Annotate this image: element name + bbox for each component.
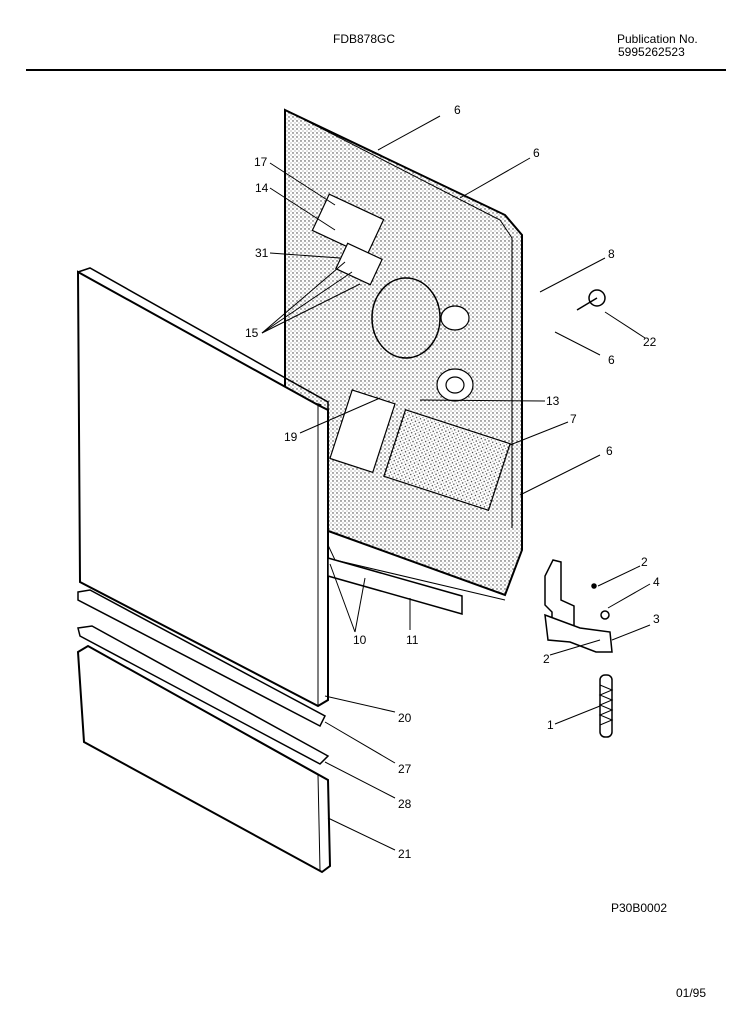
hinge-assembly — [544, 289, 614, 738]
callout-10: 10 — [353, 633, 367, 647]
callout-21: 21 — [398, 847, 412, 861]
callout-6b: 6 — [533, 146, 540, 160]
callout-31: 31 — [255, 246, 269, 260]
bottom-channel — [327, 557, 463, 615]
callout-11: 11 — [406, 633, 419, 647]
callout-6c: 6 — [608, 353, 615, 367]
control-components — [311, 193, 511, 512]
callout-7: 7 — [570, 412, 577, 426]
outer-door-panel — [76, 267, 329, 708]
publication-label: Publication No. — [617, 32, 698, 46]
callout-22: 22 — [643, 335, 657, 349]
revision-date: 01/95 — [676, 986, 707, 1000]
callout-19: 19 — [284, 430, 298, 444]
callout-2b: 2 — [543, 652, 550, 666]
trim-strips — [77, 589, 330, 765]
callout-1: 1 — [547, 718, 554, 732]
model-number: FDB878GC — [333, 32, 396, 46]
callout-15: 15 — [245, 326, 259, 340]
callout-28: 28 — [398, 797, 412, 811]
callout-labels: 6 6 17 14 31 8 15 22 6 13 19 7 6 2 4 3 2… — [245, 103, 660, 861]
leader-lines — [261, 115, 651, 851]
callout-2a: 2 — [641, 555, 648, 569]
kick-panel — [76, 644, 332, 874]
publication-number: 5995262523 — [618, 45, 685, 59]
header-rule — [26, 69, 726, 71]
callout-20: 20 — [398, 711, 412, 725]
callout-6d: 6 — [606, 444, 613, 458]
diagram-code: P30B0002 — [611, 901, 668, 915]
callout-6a: 6 — [454, 103, 461, 117]
callout-14: 14 — [255, 181, 269, 195]
callout-3: 3 — [653, 612, 660, 626]
callout-27: 27 — [398, 762, 412, 776]
callout-17: 17 — [254, 155, 268, 169]
callout-8: 8 — [608, 247, 615, 261]
callout-13: 13 — [546, 394, 560, 408]
callout-4: 4 — [653, 575, 660, 589]
